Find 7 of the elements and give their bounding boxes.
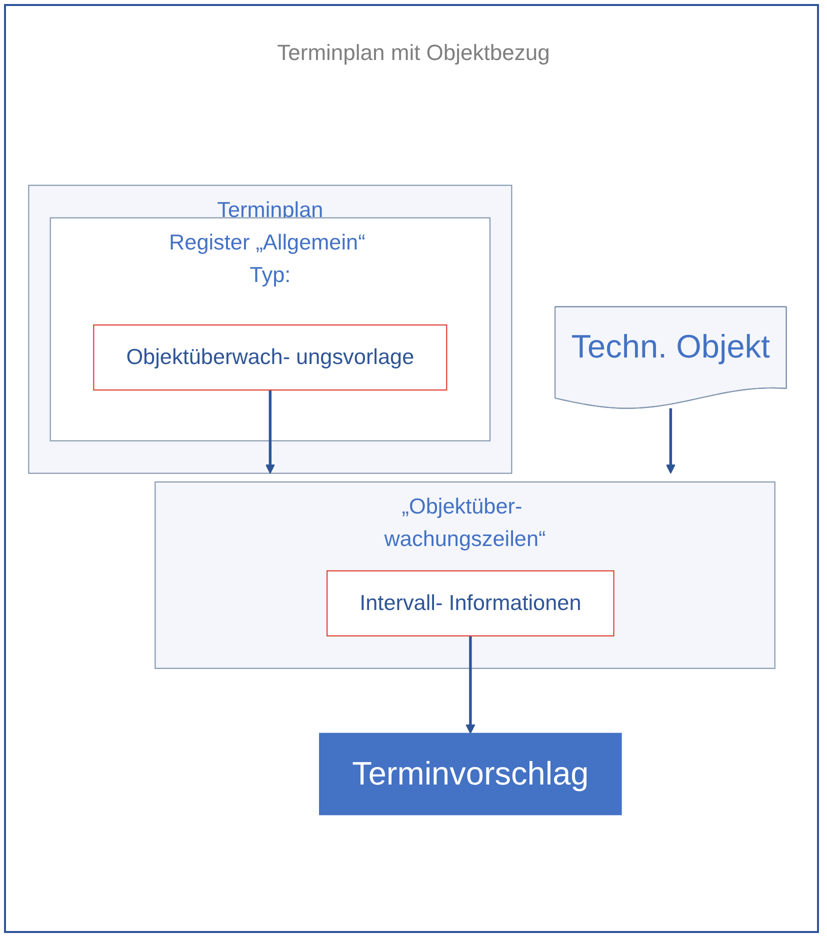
arrow — [265, 390, 275, 474]
node-box: Objektüberwach- ungsvorlage — [93, 324, 448, 391]
diagram-title: Terminplan mit Objektbezug — [277, 40, 550, 66]
node-box: Terminvorschlag — [319, 732, 622, 816]
node-box: Intervall- Informationen — [326, 570, 614, 636]
arrow — [666, 408, 676, 474]
arrow — [466, 636, 476, 734]
